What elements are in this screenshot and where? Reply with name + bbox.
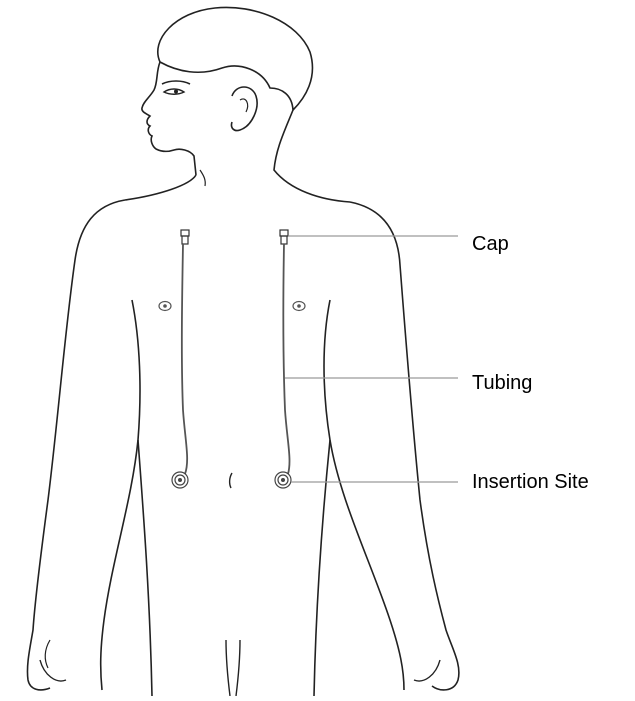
waist-right [314, 440, 330, 696]
neck-back [274, 110, 350, 202]
torso-left [27, 200, 125, 690]
ear [231, 87, 257, 131]
eye-pupil [174, 90, 178, 94]
eye [164, 89, 184, 94]
label-cap: Cap [472, 234, 509, 254]
neck-front [125, 175, 196, 200]
catheter-left [172, 230, 189, 488]
navel [230, 473, 232, 488]
torso-right [350, 202, 459, 690]
face-profile [142, 62, 196, 175]
waist-left [138, 440, 152, 696]
arm-right-inner [324, 300, 404, 690]
crotch-line [226, 640, 240, 696]
label-tubing: Tubing [472, 373, 532, 393]
eyebrow [162, 81, 190, 84]
hair [158, 7, 313, 110]
label-insertion-site: Insertion Site [472, 472, 589, 492]
catheter-right [275, 230, 291, 488]
arm-left-inner [101, 300, 140, 690]
